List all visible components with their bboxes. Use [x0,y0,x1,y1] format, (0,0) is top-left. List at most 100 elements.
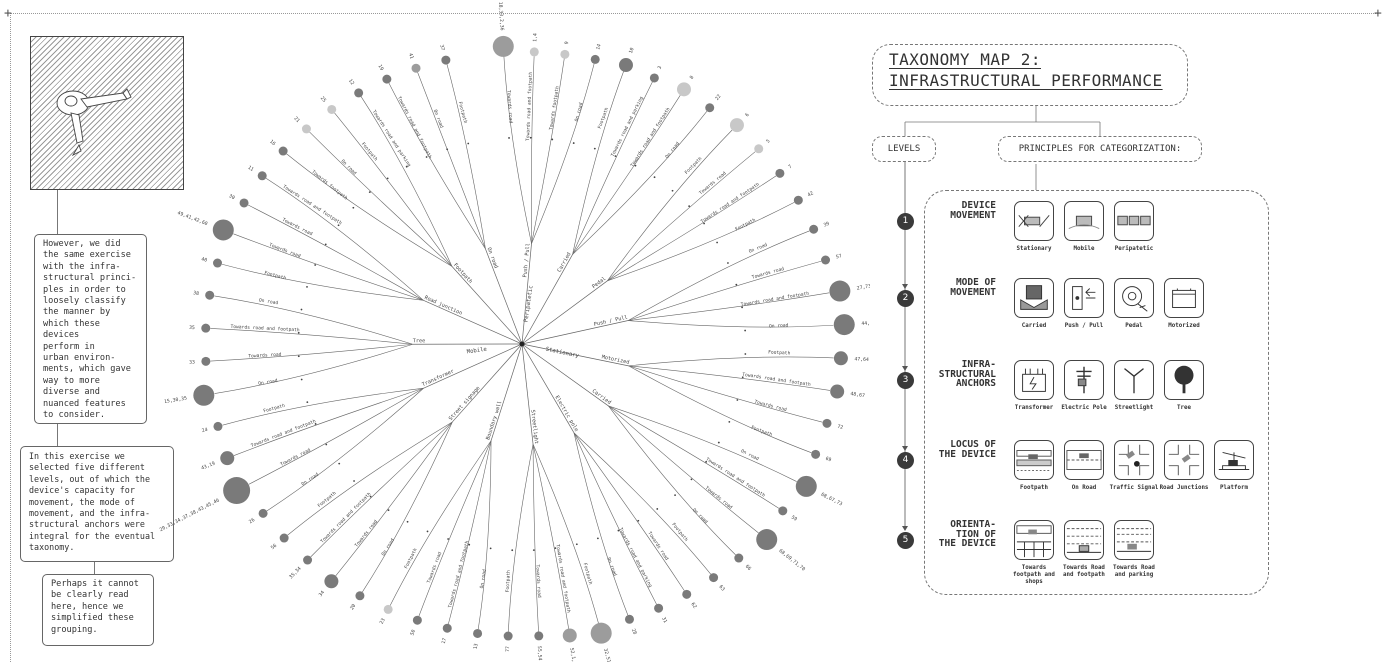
electric-pole-icon [1064,360,1104,400]
tree-node-label: 11 [246,165,254,173]
tree-branch [521,243,532,345]
note-connector-3 [94,562,95,574]
tree-root-group-label: Peripatetic [523,285,534,323]
tree-leaf-branch [335,421,453,577]
tree-leaf-node [618,58,633,73]
tree-leaf-label: On road [259,297,279,306]
tree-mid-label: Streetlight [529,409,539,444]
tree-leaf-node [412,615,422,625]
tree-junction-dot [554,547,557,550]
tree-leaf-branch [628,365,812,453]
footpath-icon [1014,440,1054,480]
tree-leaf-node [278,146,288,156]
tree-leaf-branch [607,129,733,281]
tree-leaf-branch [608,405,759,534]
tree-junction-dot [736,399,739,401]
tree-junction-dot [369,495,372,498]
title-line-1: TAXONOMY MAP 2: [889,50,1041,69]
tree-node-label: 31 [660,616,668,624]
tree-junction-dot [705,460,708,463]
tree-junction-dot [314,423,317,425]
tree-junction-dot [688,205,691,208]
tree-junction-dot [306,401,309,404]
tree-leaf-branch [214,295,413,345]
tree-junction-dot [338,462,341,465]
tree-leaf-label: Towards road [248,352,282,360]
tree-leaf-branch [532,444,539,632]
tree-leaf-node [830,384,845,399]
icon-label: Peripatetic [1114,246,1154,252]
tree-leaf-node [201,356,211,366]
tree-node-label: 27,73,74,75 [856,281,870,292]
icon-label: Pedal [1125,323,1143,329]
tree-leaf-branch [572,71,624,255]
title-box: TAXONOMY MAP 2: INFRASTRUCTURAL PERFORMA… [872,44,1188,106]
tree-leaf-node [624,614,634,624]
tree-branch [452,343,523,423]
tree-leaf-node [775,168,785,178]
tree-leaf-node [301,124,311,134]
tree-leaf-node [201,323,211,333]
icon-label: Stationary [1016,246,1052,252]
tree-node-label: 12 [347,78,355,86]
tree-leaf-node [213,421,223,431]
tree-leaf-node [560,49,570,59]
tree-junction-dot [386,177,389,180]
tree-leaf-node [382,74,392,84]
tree-leaf-node [676,82,691,97]
tree-leaf-node [833,314,855,336]
tree-node-label: 17 [441,637,448,644]
tree-node-label: 28 [630,628,638,636]
tree-leaf-node [492,35,514,57]
tree-leaf-label: Footpath [457,101,469,124]
tree-leaf-node [534,631,544,641]
streetlight-icon [1114,360,1154,400]
tree-node-label: 44,67,71 [861,320,870,327]
tree-node-label: 16 [268,139,276,147]
push-pull-icon [1064,278,1104,318]
tree-node-label: 20 [349,603,357,611]
tree-branch [451,266,523,345]
note-box-1: However, we did the same exercise with t… [34,234,147,424]
tree-leaf-branch [608,405,736,556]
level-arrow-head [902,284,908,289]
tree-leaf-branch [607,175,777,282]
tree-leaf-node [811,449,821,459]
tree-node-label: 34 [318,590,326,598]
tree-node-label: 57 [835,253,842,260]
tree-node-label: 40 [201,256,208,263]
tree-leaf-branch [628,365,831,391]
tree-branch [521,343,575,434]
tree-leaf-branch [628,356,834,367]
tree-junction-dot [529,136,532,139]
tree-junction-dot [297,331,300,334]
tree-leaf-node [756,529,778,551]
tree-icon [1164,360,1204,400]
tree-junction-dot [593,147,596,150]
towards-road-parking-icon [1114,520,1154,560]
tree-leaf-branch [248,204,424,301]
tree-junction-dot [728,420,731,423]
dotted-frame-top [10,13,1378,14]
level-number-3: 3 [897,372,914,389]
tree-leaf-branch [531,58,565,244]
tree-branch [521,280,608,345]
vendor-sketch-image [30,36,184,190]
icon-label: Road Junctions [1159,485,1209,491]
tree-leaf-branch [360,96,453,267]
tree-leaf-branch [573,432,685,591]
transformer-icon [1014,360,1054,400]
icon-label: Mobile [1073,246,1095,252]
tree-node-label: 8 [689,75,696,81]
tree-leaf-node [503,631,513,641]
tree-nodes [193,35,855,644]
tree-leaf-label: On road [479,569,488,589]
mobile-icon [1064,201,1104,241]
tree-junction-dot [716,241,719,244]
tree-junction-dot [575,543,578,546]
tree-node-label: 41 [407,52,415,60]
principles-header: PRINCIPLES FOR CATEGORIZATION: [998,136,1202,162]
tree-branch [521,343,534,445]
tree-leaf-branch [334,112,453,267]
